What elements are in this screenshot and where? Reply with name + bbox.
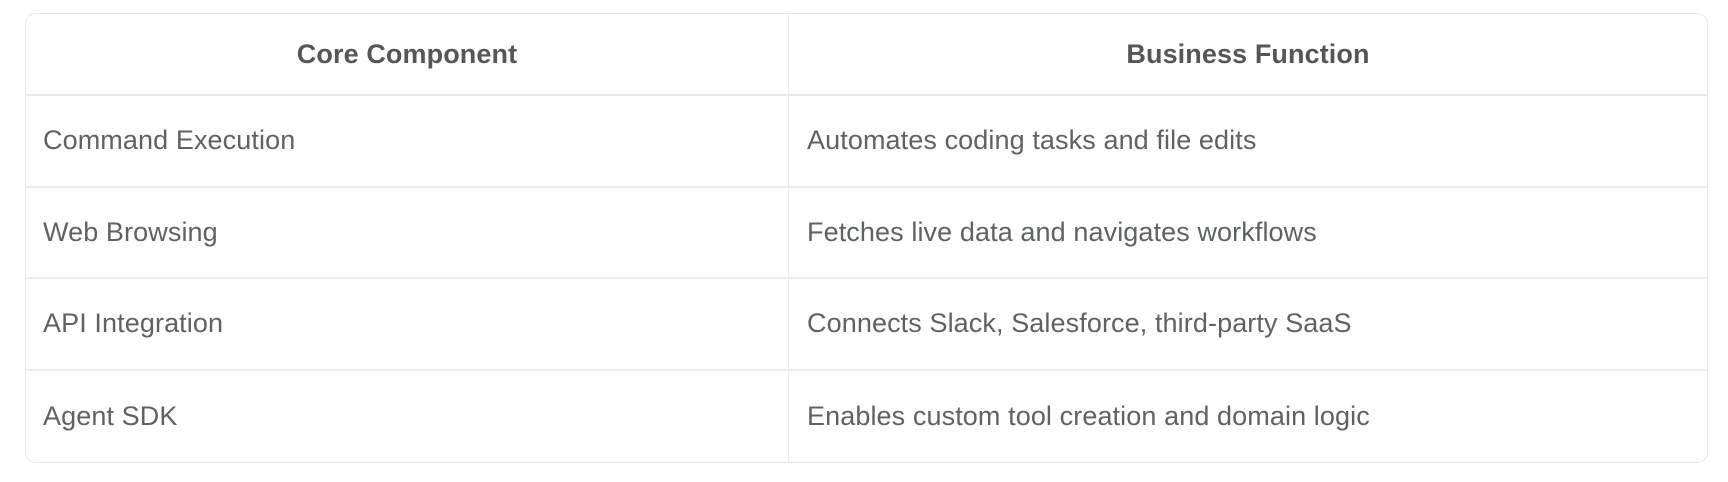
cell-business-function: Fetches live data and navigates workflow…	[789, 187, 1707, 279]
column-header-business-function: Business Function	[789, 14, 1707, 96]
cell-core-component: Agent SDK	[26, 370, 789, 462]
cell-core-component: Command Execution	[26, 96, 789, 188]
cell-core-component: API Integration	[26, 279, 789, 371]
cell-business-function: Automates coding tasks and file edits	[789, 96, 1707, 188]
cell-core-component: Web Browsing	[26, 187, 789, 279]
core-component-table: Core Component Business Function Command…	[25, 13, 1708, 463]
table-container: Core Component Business Function Command…	[25, 13, 1708, 463]
table-body: Command Execution Automates coding tasks…	[26, 96, 1707, 462]
cell-business-function: Enables custom tool creation and domain …	[789, 370, 1707, 462]
table-header: Core Component Business Function	[26, 14, 1707, 96]
table-row: API Integration Connects Slack, Salesfor…	[26, 279, 1707, 371]
column-header-core-component: Core Component	[26, 14, 789, 96]
cell-business-function: Connects Slack, Salesforce, third-party …	[789, 279, 1707, 371]
table-row: Agent SDK Enables custom tool creation a…	[26, 370, 1707, 462]
table-header-row: Core Component Business Function	[26, 14, 1707, 96]
table-row: Web Browsing Fetches live data and navig…	[26, 187, 1707, 279]
table-row: Command Execution Automates coding tasks…	[26, 96, 1707, 188]
